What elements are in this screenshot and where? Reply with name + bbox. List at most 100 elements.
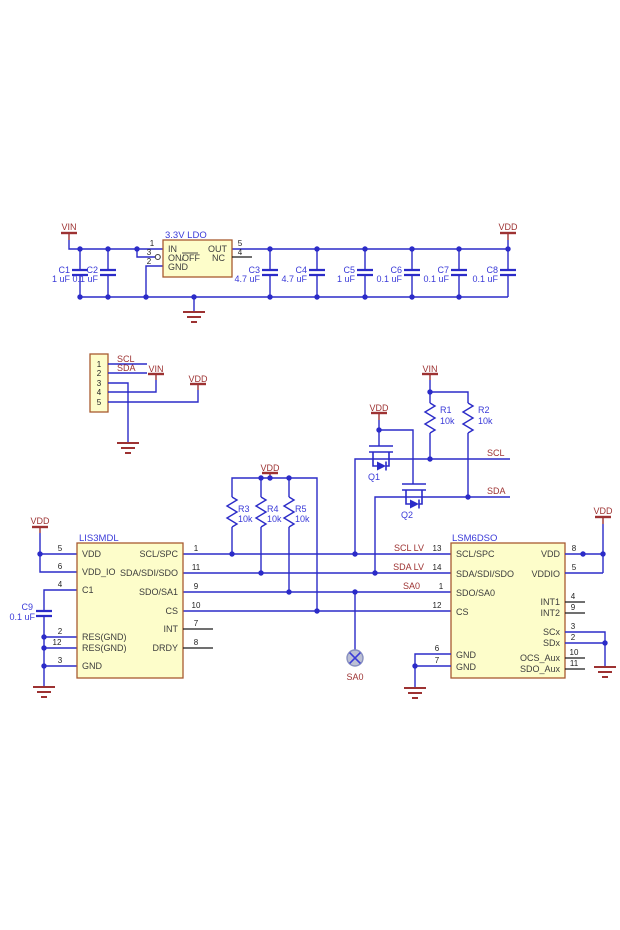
pin-number: 5 xyxy=(238,239,243,248)
capacitor-c1: C1 1 uF xyxy=(52,249,88,297)
capacitor-c5: C5 1 uF xyxy=(337,249,373,297)
capacitor-c8: C8 0.1 uF xyxy=(472,249,516,297)
lis3mdl-wires xyxy=(39,533,77,686)
resistor-value: 10k xyxy=(440,416,455,426)
cap-value: 0.1 uF xyxy=(472,274,498,284)
cap-value: 4.7 uF xyxy=(281,274,307,284)
net-label-sa0: SA0 xyxy=(403,581,420,591)
net-label-sda-lv: SDA LV xyxy=(393,562,424,572)
pin-number: 2 xyxy=(97,369,102,378)
pin-number: 4 xyxy=(58,580,63,589)
pin-number: 9 xyxy=(571,603,576,612)
net-label-vdd: VDD xyxy=(369,403,389,413)
lsm6dso-title: LSM6DSO xyxy=(452,533,497,544)
pin-number: 7 xyxy=(435,656,440,665)
ground-symbol xyxy=(183,311,205,323)
pin-number: 8 xyxy=(572,544,577,553)
pin-name: SCx xyxy=(543,627,561,637)
vdd-power-flag: VDD xyxy=(498,222,518,240)
resistor-ref: R5 xyxy=(295,504,307,514)
pin-name: CS xyxy=(456,607,469,617)
resistor-r2: R2 10k xyxy=(461,402,493,434)
pullup-wires xyxy=(231,477,318,611)
pin-name-onoff: ON/ xyxy=(168,253,185,263)
lis3mdl-title: LIS3MDL xyxy=(79,533,119,544)
pin-name: VDD xyxy=(541,549,561,559)
junction-dots xyxy=(37,246,608,669)
resistor-r5: R5 10k xyxy=(282,496,310,528)
vdd-power-flag: VDD xyxy=(30,516,50,533)
pin-number: 8 xyxy=(194,638,199,647)
ground-symbol xyxy=(33,686,55,698)
lsm6dso-box xyxy=(450,542,566,679)
pin-number: 3 xyxy=(58,656,63,665)
testpoint-sa0: SA0 xyxy=(346,649,364,682)
net-label-vin: VIN xyxy=(61,222,76,232)
pin-name: VDD xyxy=(82,549,102,559)
pin-number: 4 xyxy=(238,248,243,257)
pin-name-in: IN xyxy=(168,244,177,254)
io-connector-section: 1 2 3 4 5 SCL SDA VIN VDD xyxy=(89,353,208,454)
lsm6dso-gnd-wires xyxy=(414,653,451,687)
resistor-ref: R3 xyxy=(238,504,250,514)
ldo-power-section: VIN VDD 3.3V LDO 1 3 2 5 4 xyxy=(52,222,518,323)
pin-number: 11 xyxy=(192,563,201,572)
pin-name: SDO/SA1 xyxy=(139,587,178,597)
pin-number: 13 xyxy=(433,544,442,553)
lis3mdl-section: VDD C9 0.1 uF LIS3MDL 5 6 4 2 12 3 VDD V… xyxy=(9,516,213,698)
cap-value: 4.7 uF xyxy=(234,274,260,284)
pullup-section: VDD R3 10k R4 10k R5 10k xyxy=(225,463,318,611)
net-label-vdd: VDD xyxy=(260,463,280,473)
lis3mdl-box xyxy=(76,542,184,679)
pin-name: SDA/SDI/SDO xyxy=(120,568,178,578)
cap-ref: C7 xyxy=(437,265,449,275)
mosfet-ref: Q2 xyxy=(401,510,413,520)
pin-number: 12 xyxy=(433,601,442,610)
pin-number: 3 xyxy=(571,622,576,631)
capacitor-c2: C2 0.1 uF xyxy=(72,249,116,297)
net-label-vdd: VDD xyxy=(593,506,613,516)
resistor-ref: R1 xyxy=(440,405,452,415)
ldo-regulator: 3.3V LDO 1 3 2 5 4 IN ON/ OFF GND OUT NC xyxy=(147,230,252,278)
capacitor-c3: C3 4.7 uF xyxy=(234,249,278,297)
pin-name-onoff-bar: OFF xyxy=(182,253,200,263)
capacitor-c7: C7 0.1 uF xyxy=(423,249,467,297)
vdd-power-flag: VDD xyxy=(188,374,208,390)
pin-number: 14 xyxy=(433,563,442,572)
pin-number: 1 xyxy=(150,239,155,248)
cap-value: 1 uF xyxy=(337,274,356,284)
net-label-vdd: VDD xyxy=(30,516,50,526)
pin-number: 4 xyxy=(97,388,102,397)
pin-name: SDx xyxy=(543,638,561,648)
level-shifter-section: VIN VDD R1 10k R2 10k xyxy=(354,364,510,573)
pin-name: CS xyxy=(165,606,178,616)
pin-name: DRDY xyxy=(152,643,178,653)
net-label-vdd: VDD xyxy=(188,374,208,384)
ground-symbol xyxy=(404,687,426,699)
ground-symbol xyxy=(117,442,139,454)
pin-name: SDO/SA0 xyxy=(456,588,495,598)
pin-number: 3 xyxy=(97,379,102,388)
pin-number: 10 xyxy=(570,648,579,657)
capacitor-c6: C6 0.1 uF xyxy=(376,249,420,297)
cap-ref: C1 xyxy=(58,265,70,275)
pin-name: OCS_Aux xyxy=(520,653,561,663)
resistor-value: 10k xyxy=(478,416,493,426)
cap-value: 0.1 uF xyxy=(376,274,402,284)
resistor-value: 10k xyxy=(238,514,253,524)
unconnected-stubs xyxy=(183,628,213,649)
pin-number: 10 xyxy=(192,601,201,610)
onoff-invert-bubble xyxy=(154,253,161,261)
pin-name: VDD_IO xyxy=(82,567,116,577)
cap-ref: C3 xyxy=(248,265,260,275)
resistor-ref: R4 xyxy=(267,504,279,514)
mosfet-q1: Q1 xyxy=(368,445,393,482)
ldo-title: 3.3V LDO xyxy=(165,230,207,241)
pin-name: SCL/SPC xyxy=(456,549,495,559)
vdd-power-flag: VDD xyxy=(369,403,389,420)
pin-name: GND xyxy=(456,650,477,660)
cap-value: 1 uF xyxy=(52,274,71,284)
pin-number: 6 xyxy=(58,562,63,571)
pin-name: INT xyxy=(164,624,179,634)
pin-name: RES(GND) xyxy=(82,632,127,642)
